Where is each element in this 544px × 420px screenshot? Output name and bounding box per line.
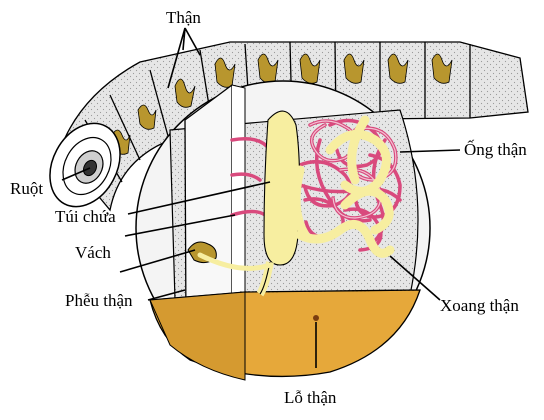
pore-dot (313, 315, 319, 321)
label-pheu-than: Phễu thận (65, 292, 133, 309)
label-lo-than: Lỗ thận (284, 389, 336, 406)
label-than: Thận (166, 9, 201, 26)
label-xoang-than: Xoang thận (440, 297, 519, 314)
label-vach: Vách (75, 244, 111, 261)
label-ong-than: Ống thận (464, 141, 527, 158)
label-tui-chua: Túi chứa (55, 208, 116, 225)
label-ruot: Ruột (10, 180, 43, 197)
